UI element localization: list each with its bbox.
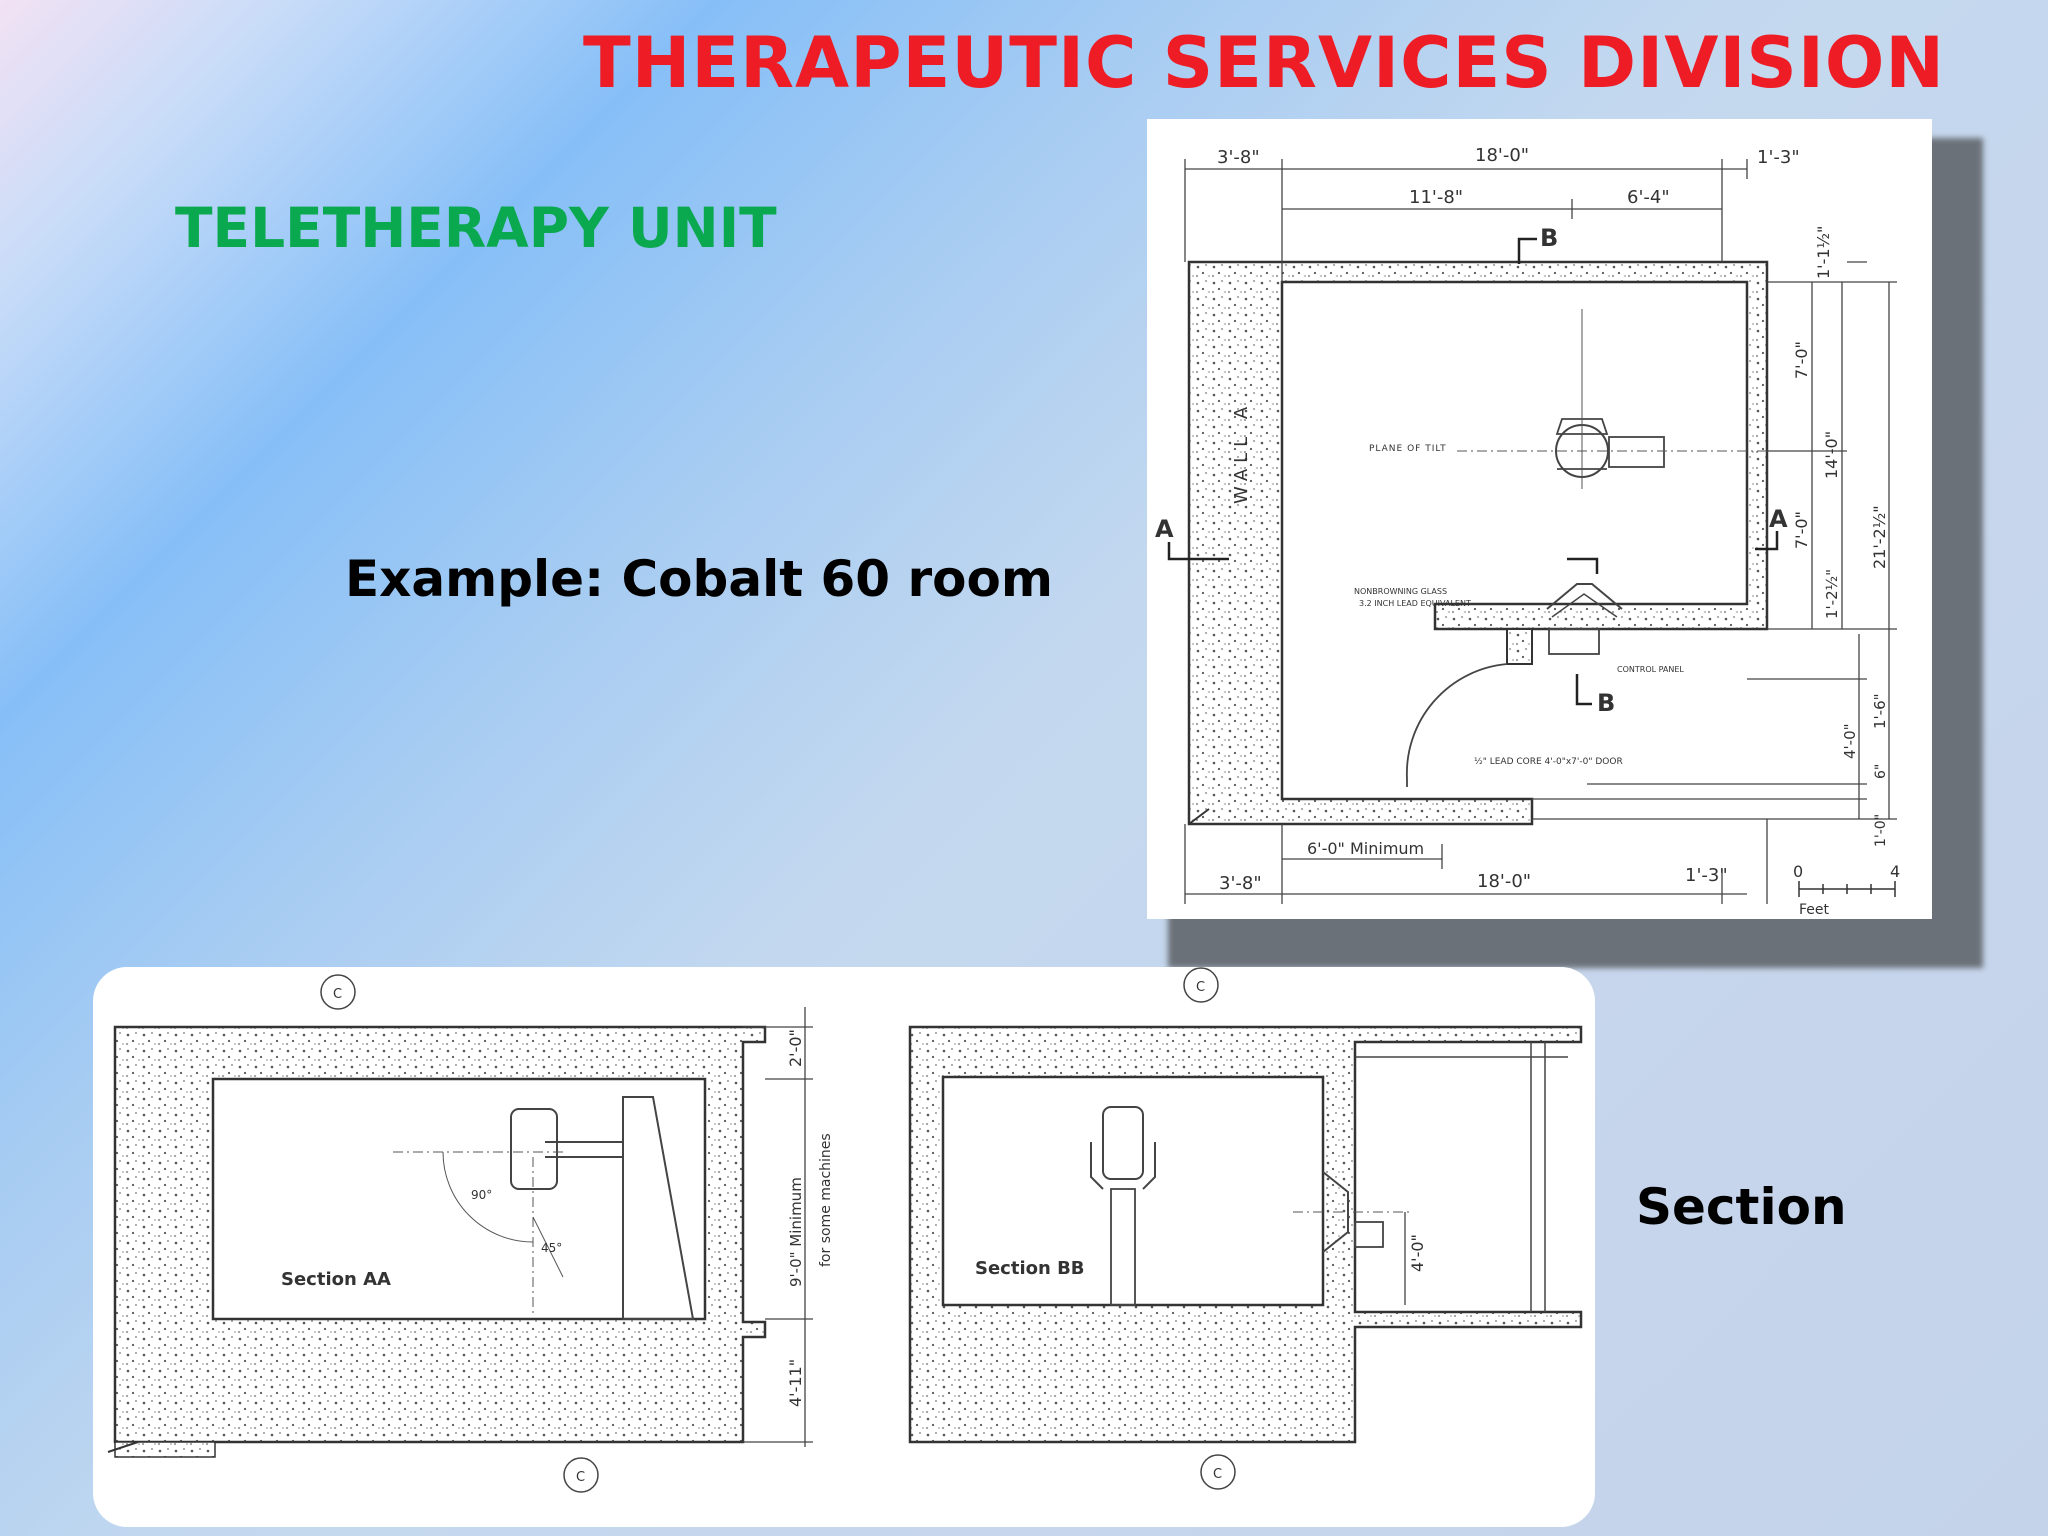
plan-tilt-label: PLANE OF TILT: [1369, 444, 1447, 454]
scale-start: 0: [1793, 862, 1803, 881]
cl-mark-bb-top: C: [1196, 980, 1205, 995]
cl-mark-bb-bottom: C: [1213, 1467, 1222, 1482]
slide-title: THERAPEUTIC SERVICES DIVISION: [583, 22, 1945, 104]
section-aa-drawing: 90° 45° Section AA 2'-0" 9'-0" Minimum f…: [107, 974, 834, 1493]
plan-concrete-wall: [1187, 260, 1769, 826]
plan-glass-label-1: NONBROWNING GLASS: [1354, 587, 1447, 596]
aa-dim-top: 2'-0": [786, 1029, 805, 1067]
plan-dim-right-1: 1'-1½": [1814, 226, 1833, 279]
plan-dim-right-5: 21'-2½": [1870, 505, 1889, 569]
angle-90-label: 90°: [471, 1188, 492, 1202]
plan-dim-bottom-right: 1'-3": [1685, 865, 1728, 886]
aa-dim-note: for some machines: [818, 1133, 834, 1267]
section-mark-b-bottom: B: [1597, 689, 1615, 717]
section-mark-a-right: A: [1769, 505, 1788, 533]
plan-wall-label: WALL A: [1231, 401, 1252, 504]
plan-dim-top-span: 18'-0": [1475, 145, 1529, 166]
plan-dim-top-left: 3'-8": [1217, 147, 1260, 168]
angle-45-label: 45°: [541, 1241, 562, 1255]
plan-control-label: CONTROL PANEL: [1617, 665, 1684, 674]
aa-dim-height: 9'-0" Minimum: [787, 1177, 805, 1287]
plan-dim-right-4: 7'-0": [1792, 511, 1811, 549]
slide-subtitle: TELETHERAPY UNIT: [175, 196, 777, 260]
plan-dim-right-9: 6": [1873, 764, 1889, 779]
section-aa-label: Section AA: [281, 1269, 391, 1290]
section-caption: Section: [1636, 1178, 1847, 1236]
section-drawings: 90° 45° Section AA 2'-0" 9'-0" Minimum f…: [93, 967, 1595, 1527]
plan-dim-door-clearance: 6'-0" Minimum: [1307, 839, 1424, 858]
plan-dim-inner-left: 11'-8": [1409, 187, 1463, 208]
scale-unit: Feet: [1799, 902, 1830, 918]
aa-dim-bottom: 4'-11": [786, 1359, 805, 1407]
scale-end: 4: [1890, 862, 1900, 881]
plan-dim-bottom-left: 3'-8": [1219, 873, 1262, 894]
section-mark-b-top: B: [1540, 224, 1558, 252]
cl-mark-aa-bottom: C: [576, 1470, 585, 1485]
cobalt-machine-symbol: [1457, 309, 1767, 489]
bb-dim-window: 4'-0": [1408, 1234, 1427, 1272]
cl-mark-aa-top: C: [333, 987, 342, 1002]
example-caption: Example: Cobalt 60 room: [345, 550, 1053, 608]
plan-dim-right-3: 14'-0": [1822, 431, 1841, 479]
section-mark-a-left: A: [1155, 515, 1174, 543]
floor-plan-drawing: A A B B 3'-8" 18'-0" 1'-3" 11'-8" 6'-4": [1147, 119, 1932, 919]
plan-dim-inner-right: 6'-4": [1627, 187, 1670, 208]
plan-dim-bottom-span: 18'-0": [1477, 871, 1531, 892]
plan-dim-right-7: 1'-6": [1871, 693, 1889, 729]
section-bb-drawing: 4'-0" Section BB C C: [908, 967, 1583, 1490]
plan-dim-right-8: 4'-0": [1841, 723, 1859, 759]
plan-dim-right-6: 1'-2½": [1823, 569, 1841, 619]
section-bb-label: Section BB: [975, 1258, 1085, 1279]
plan-dim-top-right: 1'-3": [1757, 147, 1800, 168]
plan-dim-right-2: 7'-0": [1792, 341, 1811, 379]
plan-dim-right-10: 1'-0": [1873, 814, 1889, 847]
plan-door-label: ½" LEAD CORE 4'-0"x7'-0" DOOR: [1474, 757, 1623, 767]
plan-glass-label-2: 3.2 INCH LEAD EQUIVALENT: [1359, 599, 1471, 608]
